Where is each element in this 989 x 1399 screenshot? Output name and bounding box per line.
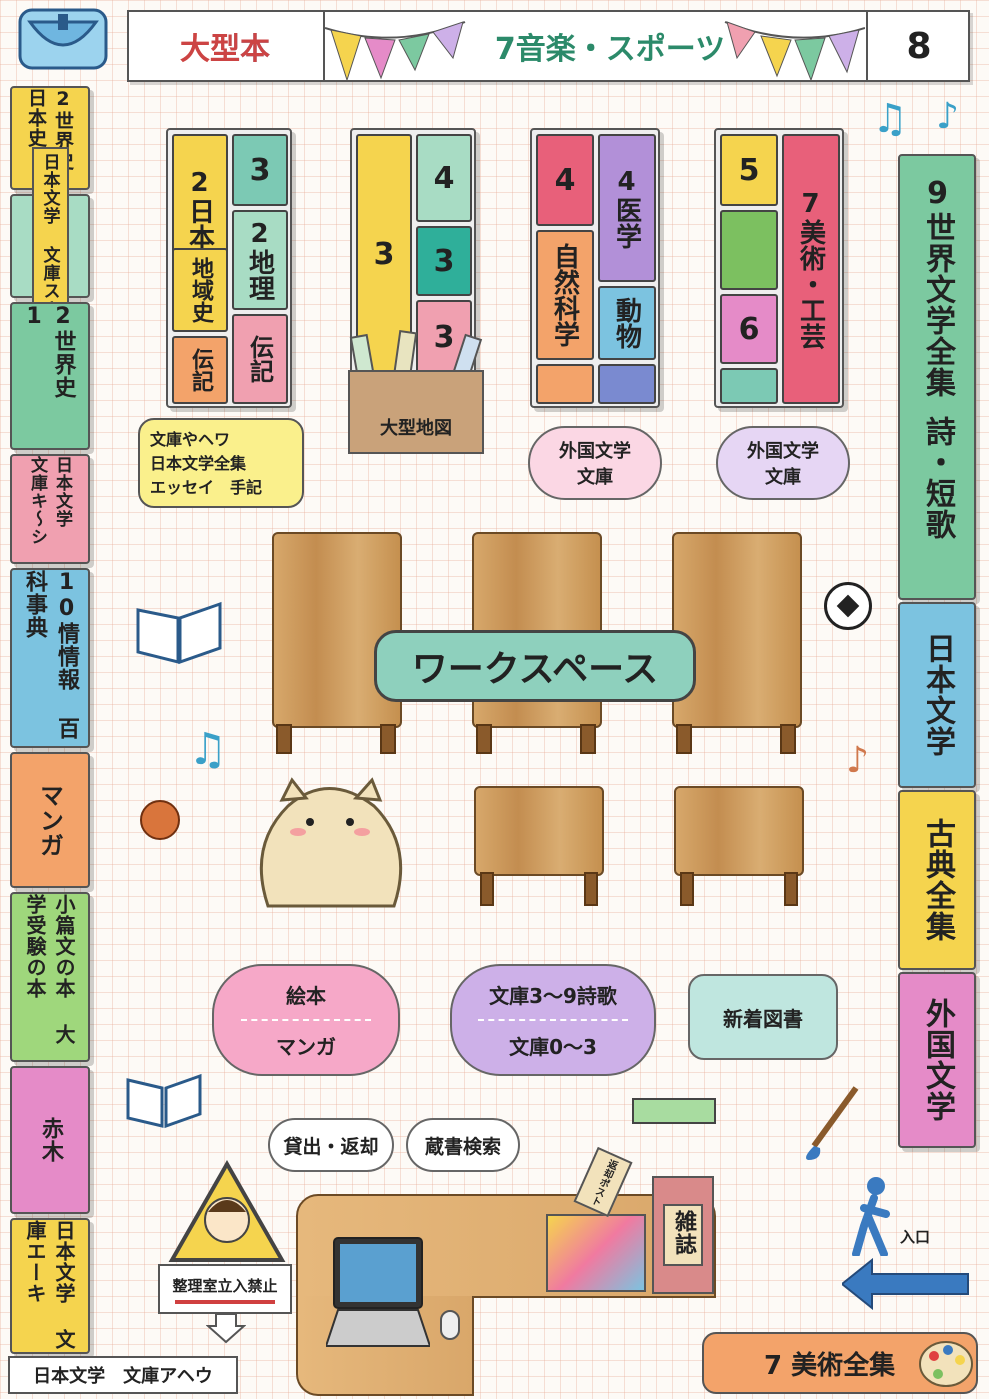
cell-medicine: 4医学: [598, 134, 656, 282]
cell-empty-b: [598, 364, 656, 404]
shelf1-note: 文庫やヘワ 日本文学全集 エッセイ 手記: [138, 418, 304, 508]
map-box: 大型地図: [348, 370, 484, 454]
new-books-bubble: 新着図書: [688, 974, 838, 1060]
music-note-icon: ♪: [846, 740, 869, 781]
cell-biography-1: 伝記: [172, 336, 228, 404]
left-wall-shelf: 2世界史 日本史 日本文学 文庫スーヤ 2世界史 1 日本文学 文庫キ〜シ 10…: [10, 86, 102, 1354]
magazine-rack: 雑誌: [652, 1176, 714, 1294]
bunting-decoration: [325, 21, 865, 82]
foreign-bunko-bubble-purple: 外国文学文庫: [716, 426, 850, 500]
return-box: [546, 1214, 646, 1292]
mouse-icon: [440, 1310, 460, 1340]
foreign-bunko-bubble-pink: 外国文学文庫: [528, 426, 662, 500]
header-large-books: 大型本: [127, 10, 325, 82]
catalog-search-button[interactable]: 蔵書検索: [406, 1118, 520, 1172]
down-arrow-icon: [205, 1313, 247, 1344]
right-shelf-japanese-literature: 日本文学: [898, 602, 976, 788]
entrance-label: 入口: [900, 1228, 931, 1246]
left-shelf-bunko-ki-shi: 日本文学 文庫キ〜シ: [10, 454, 90, 564]
table-leg: [584, 872, 598, 906]
left-shelf-akagi: 赤木: [10, 1066, 90, 1214]
header-music-sports: 7音楽・スポーツ: [494, 32, 726, 67]
table-leg: [680, 872, 694, 906]
cell-4-pink: 4: [536, 134, 594, 226]
soccer-ball-icon: [824, 582, 872, 630]
cell-green: [720, 210, 778, 290]
table-leg: [476, 724, 492, 754]
cell-empty-a: [536, 364, 594, 404]
table-leg: [380, 724, 396, 754]
cell-4: 4: [416, 134, 472, 222]
sink-icon: [18, 8, 108, 70]
left-shelf-world-history-1: 2世界史 1: [10, 302, 90, 450]
entrance-arrow-icon: [840, 1257, 970, 1311]
header-bar: [127, 10, 970, 82]
cell-5: 5: [720, 134, 778, 206]
warning-sign-icon: [168, 1159, 286, 1264]
left-shelf-bunko-su-ya: 日本文学 文庫スーヤ: [10, 146, 90, 346]
right-shelf-classics: 古典全集: [898, 790, 976, 970]
left-shelf-bunko-e-ki: 日本文学 文庫エーキ: [10, 1218, 90, 1354]
open-book-icon: [134, 596, 224, 666]
bunko-poetry-bubble: 文庫3〜9詩歌 文庫0〜3: [450, 964, 656, 1076]
cell-3: 3: [232, 134, 288, 206]
table-leg: [276, 724, 292, 754]
cell-teal: [720, 368, 778, 404]
table-leg: [676, 724, 692, 754]
table-1: [272, 532, 402, 728]
table-leg: [780, 724, 796, 754]
cell-natural-science: 自然科学: [536, 230, 594, 360]
music-note-icon: ♪: [936, 96, 959, 137]
shelf-arts: 5 7美術・工芸 6: [714, 128, 844, 408]
left-shelf-manga: マンガ: [10, 752, 90, 888]
table-3: [672, 532, 802, 728]
table-5: [674, 786, 804, 876]
table-leg: [480, 872, 494, 906]
baseball-icon: [140, 800, 180, 840]
table-4: [474, 786, 604, 876]
right-shelf-foreign-literature: 外国文学: [898, 972, 976, 1148]
right-wall-shelf: 9世界文学全集 詩・短歌 日本文学 古典全集 外国文学: [898, 154, 978, 1150]
right-shelf-world-literature: 9世界文学全集 詩・短歌: [898, 154, 976, 600]
cell-local-history: 地域史: [172, 248, 228, 332]
left-shelf-encyclopedia: 10情情報 百科事典: [10, 568, 90, 748]
picture-books-manga-bubble: 絵本 マンガ: [212, 964, 400, 1076]
cell-art-crafts: 7美術・工芸: [782, 134, 840, 404]
shelf-science: 4 4医学 自然科学 動物: [530, 128, 660, 408]
cell-geography: 2地理: [232, 210, 288, 310]
sign-plate-icon: [632, 1098, 716, 1124]
paint-palette-icon: [918, 1334, 976, 1390]
paintbrush-icon: [800, 1086, 860, 1162]
beanbag-chair: [248, 776, 414, 916]
left-shelf-world-history-japan: 2世界史 日本史: [10, 86, 90, 190]
laptop-icon: [324, 1236, 432, 1354]
cell-biography-2: 伝記: [232, 314, 288, 404]
cell-animals: 動物: [598, 286, 656, 360]
header-shelf-number: 8: [866, 10, 970, 82]
walking-person-icon: [850, 1176, 896, 1258]
left-shelf-essays-exam: 小篇文の本 大学受験の本: [10, 892, 90, 1062]
table-leg: [580, 724, 596, 754]
cell-3b: 3: [416, 226, 472, 296]
workspace-label: ワークスペース: [374, 630, 696, 702]
cell-6: 6: [720, 294, 778, 364]
no-entry-sign: 整理室立入禁止: [158, 1264, 292, 1314]
music-note-icon: ♫: [872, 96, 908, 142]
music-note-icon: ♫: [188, 724, 228, 775]
table-leg: [784, 872, 798, 906]
shelf-history: 2日本史 3 2地理 地域史 伝記 伝記: [166, 128, 292, 408]
open-book-icon: [124, 1070, 204, 1130]
lend-return-button[interactable]: 貸出・返却: [268, 1118, 394, 1172]
bottom-left-bunko-label: 日本文学 文庫アヘウ: [8, 1356, 238, 1394]
